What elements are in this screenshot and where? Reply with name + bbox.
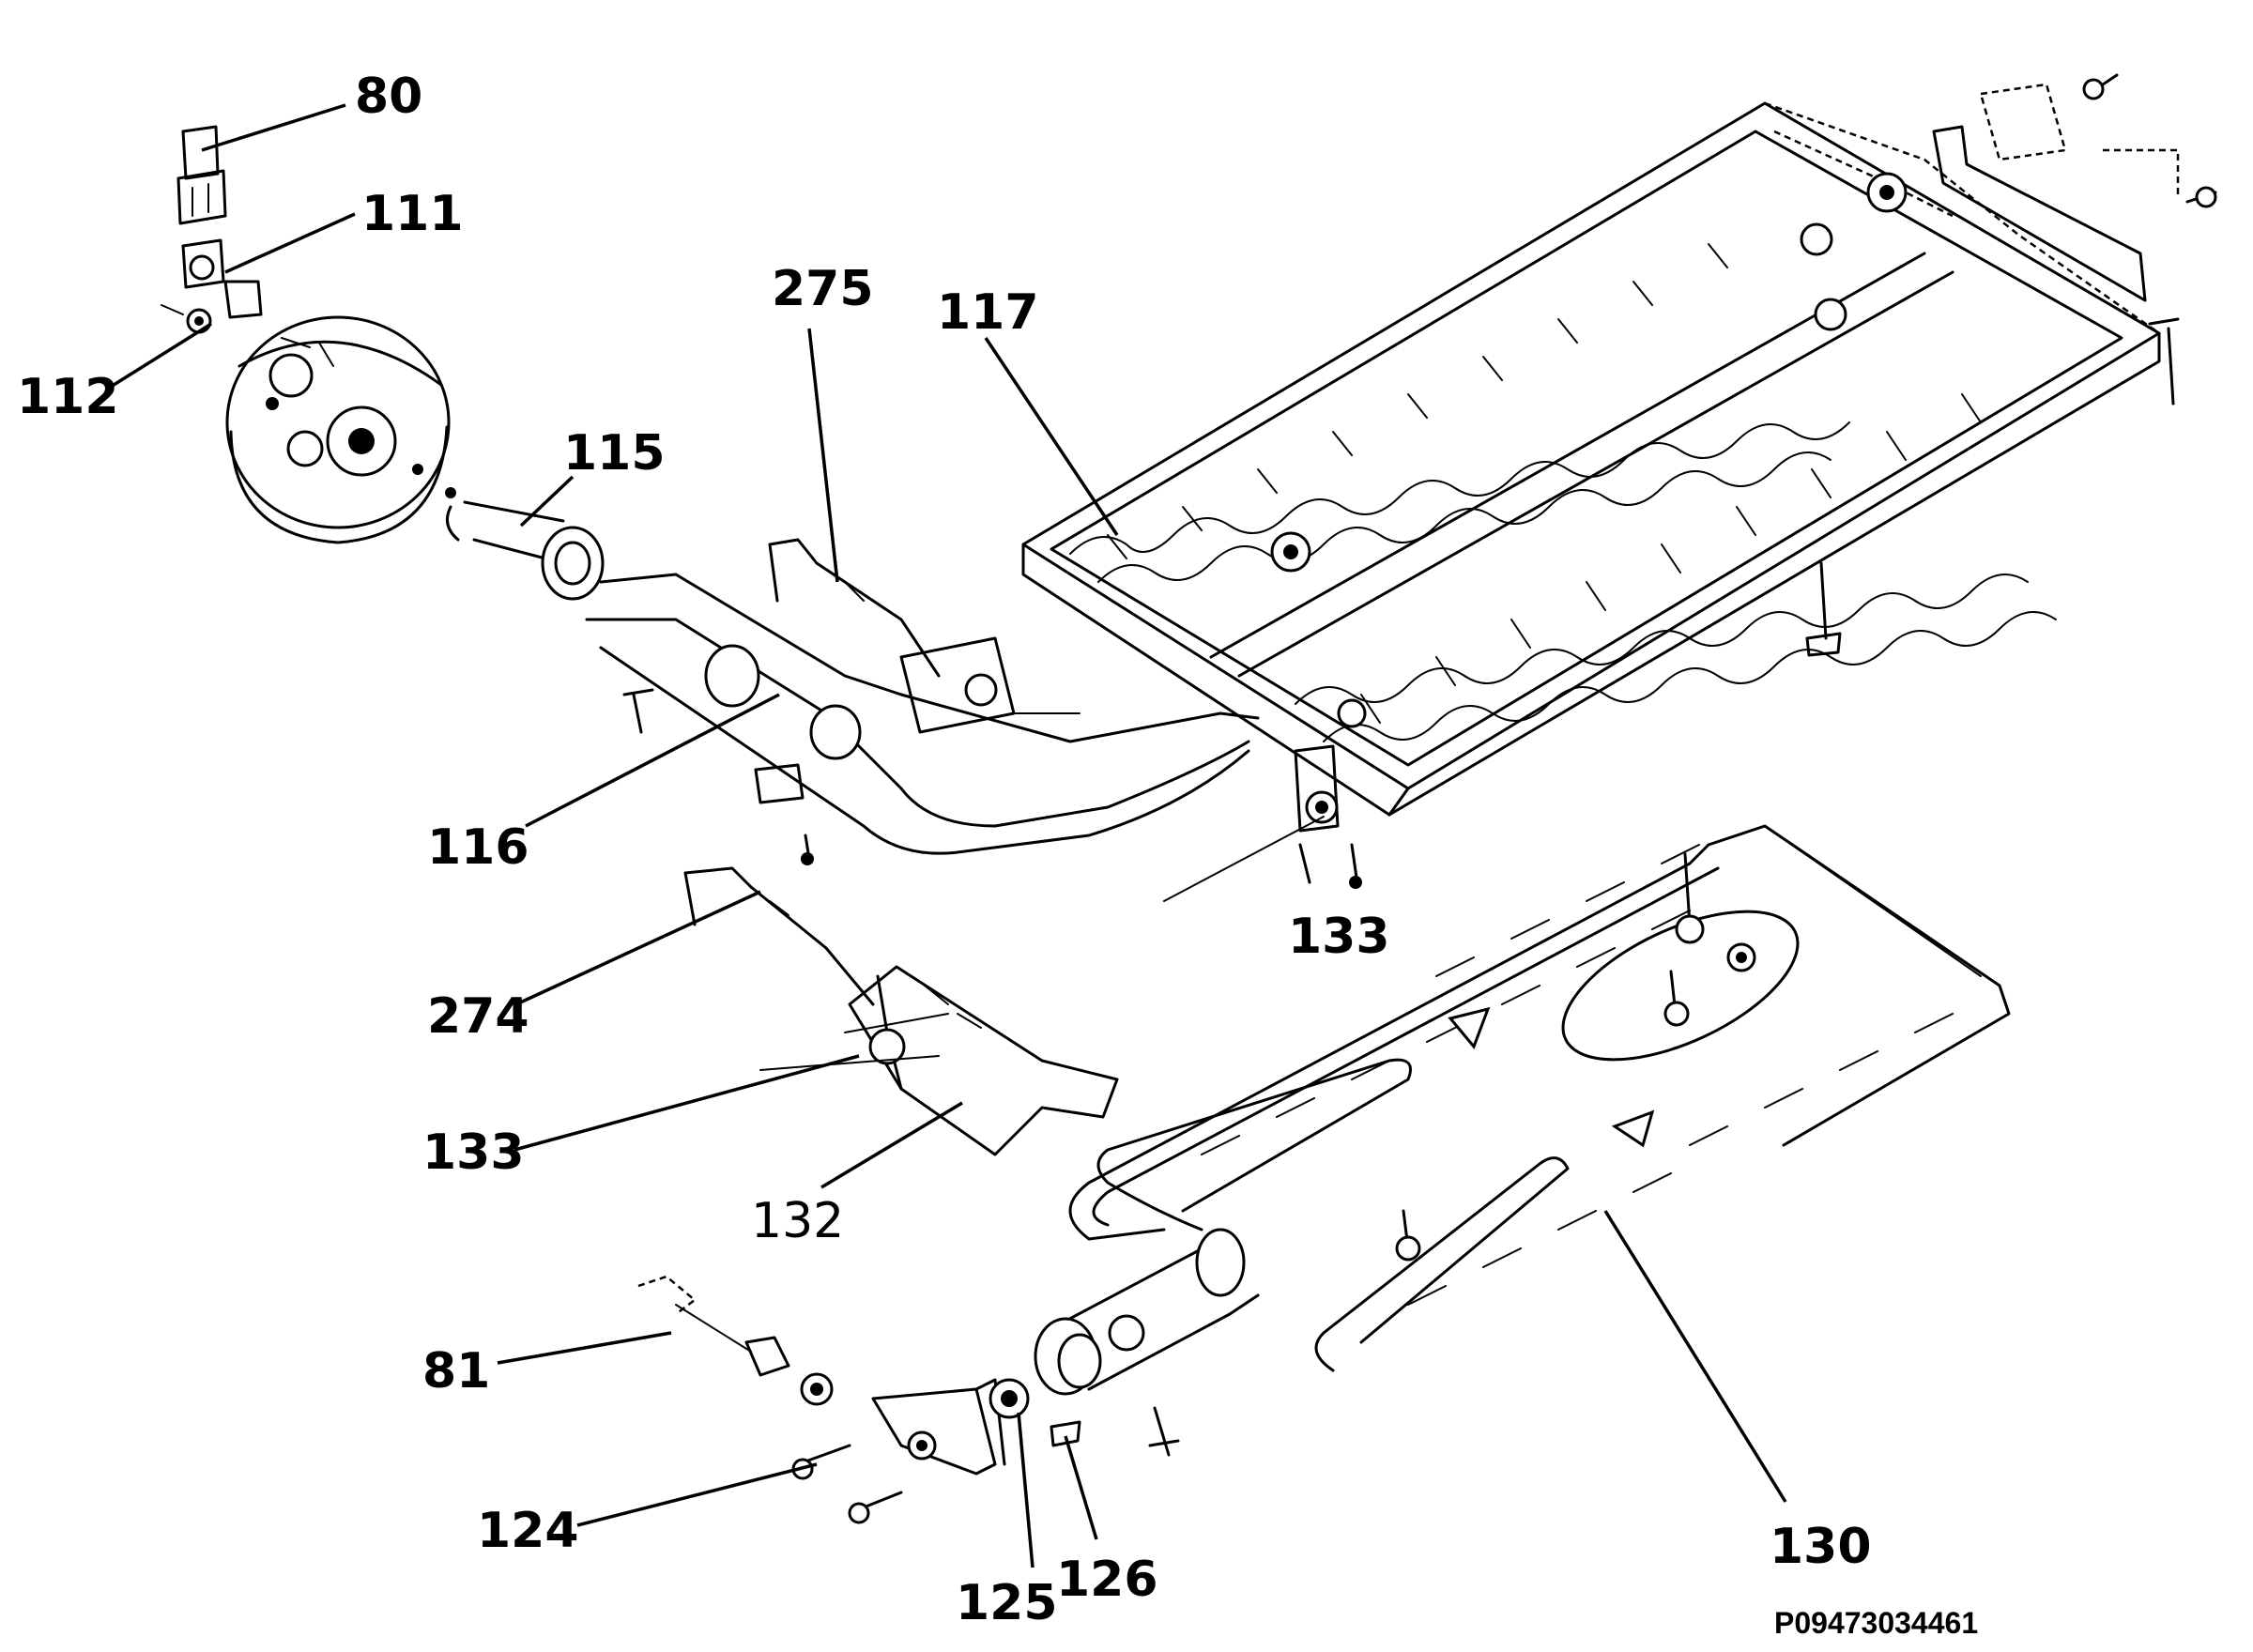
- callout-112: 112: [17, 369, 119, 425]
- part-115-burner-tube: [445, 487, 605, 601]
- callout-130: 130: [1770, 1519, 1872, 1575]
- part-124-burner-bracket: [871, 1378, 1006, 1476]
- callout-126: 126: [1056, 1552, 1158, 1608]
- part-116-burner-pipe: [585, 573, 1260, 855]
- part-132-igniter-bracket: [848, 965, 1119, 1156]
- part-111-fitting: [181, 238, 263, 319]
- rear-mounting-bracket: [1932, 73, 2217, 405]
- part-274-bracket: [683, 866, 875, 1006]
- part-117-radiant-burner-frame: [1021, 101, 2161, 817]
- frame-fixing-screw: [1805, 561, 1842, 657]
- injector-nut: [744, 1336, 834, 1406]
- reference-code: P09473034461: [1774, 1606, 1978, 1640]
- screw-upper-2: [801, 834, 814, 865]
- callout-275: 275: [772, 261, 874, 317]
- callout-132: 132: [751, 1193, 844, 1249]
- frame-lower-bracket: [1163, 744, 1362, 902]
- callout-274: 274: [427, 988, 529, 1045]
- callout-116: 116: [427, 819, 529, 876]
- callout-80: 80: [355, 69, 422, 125]
- part-112-screw: [161, 304, 212, 334]
- leader-lines: [110, 103, 1787, 1568]
- callout-124: 124: [477, 1503, 579, 1559]
- callout-111: 111: [361, 186, 464, 242]
- callout-133-upper: 133: [1288, 909, 1390, 965]
- callout-81: 81: [422, 1343, 490, 1400]
- part-133-igniter-lead: [759, 1013, 949, 1071]
- part-80-nozzle-holder: [176, 125, 227, 225]
- thermostat-valve-body: [225, 315, 451, 544]
- part-125-injector: [989, 1378, 1030, 1419]
- burner-venturi-tube: [1034, 1228, 1260, 1396]
- callout-125: 125: [956, 1575, 1058, 1631]
- part-126-clip: [1050, 1420, 1081, 1447]
- callout-115: 115: [563, 425, 666, 482]
- part-275-clip: [768, 538, 941, 678]
- part-81-gas-pipe: [637, 1275, 752, 1353]
- part-130-grill-burner: [1068, 824, 2011, 1372]
- callout-117: 117: [937, 284, 1039, 341]
- callout-133-lower: 133: [422, 1124, 525, 1181]
- burner-support-bracket: [754, 636, 1081, 804]
- screw-upper-1: [622, 688, 654, 734]
